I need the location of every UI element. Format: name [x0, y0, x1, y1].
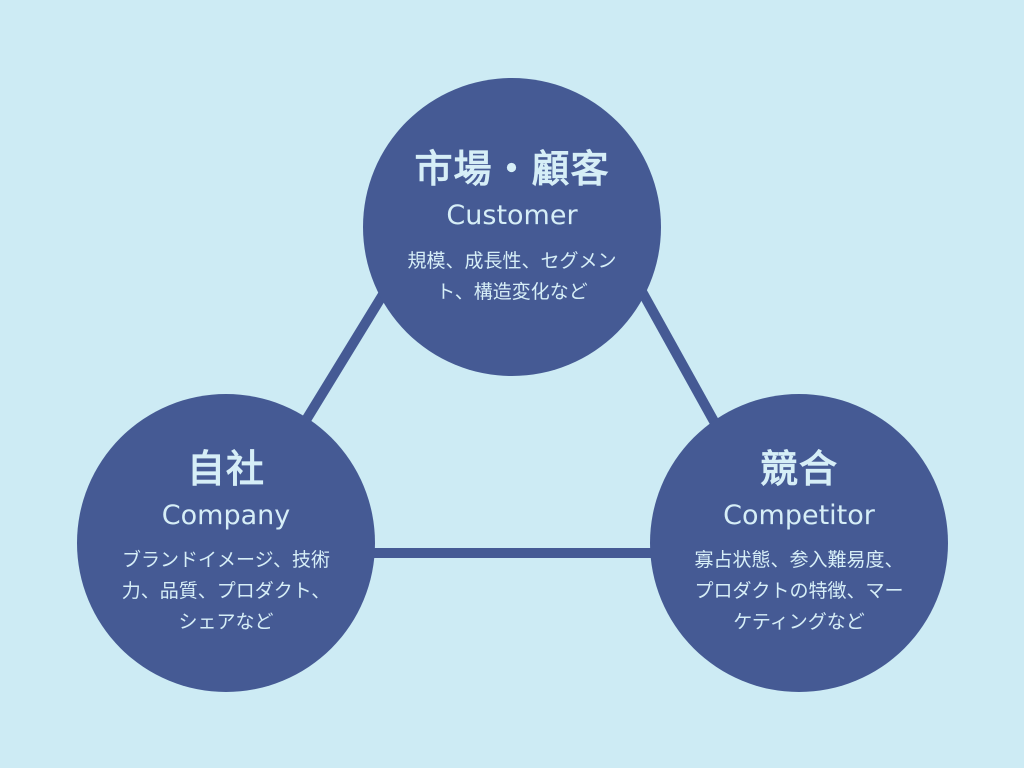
competitor-description: 寡占状態、参入難易度、プロダクトの特徴、マーケティングなど: [694, 549, 904, 633]
competitor-subtitle: Competitor: [723, 500, 875, 531]
company-description: ブランドイメージ、技術力、品質、プロダクト、シェアなど: [121, 549, 331, 633]
customer-subtitle: Customer: [446, 200, 578, 231]
competitor-node: 競合 Competitor 寡占状態、参入難易度、プロダクトの特徴、マーケティン…: [650, 394, 948, 692]
company-node: 自社 Company ブランドイメージ、技術力、品質、プロダクト、シェアなど: [77, 394, 375, 692]
company-subtitle: Company: [161, 500, 291, 531]
connector-customer-competitor: [625, 267, 721, 428]
customer-title: 市場・顧客: [414, 147, 610, 191]
customer-description: 規模、成長性、セグメント、構造変化など: [407, 250, 617, 303]
customer-node: 市場・顧客 Customer 規模、成長性、セグメント、構造変化など: [363, 78, 661, 376]
company-title: 自社: [186, 447, 265, 491]
competitor-title: 競合: [759, 447, 838, 491]
